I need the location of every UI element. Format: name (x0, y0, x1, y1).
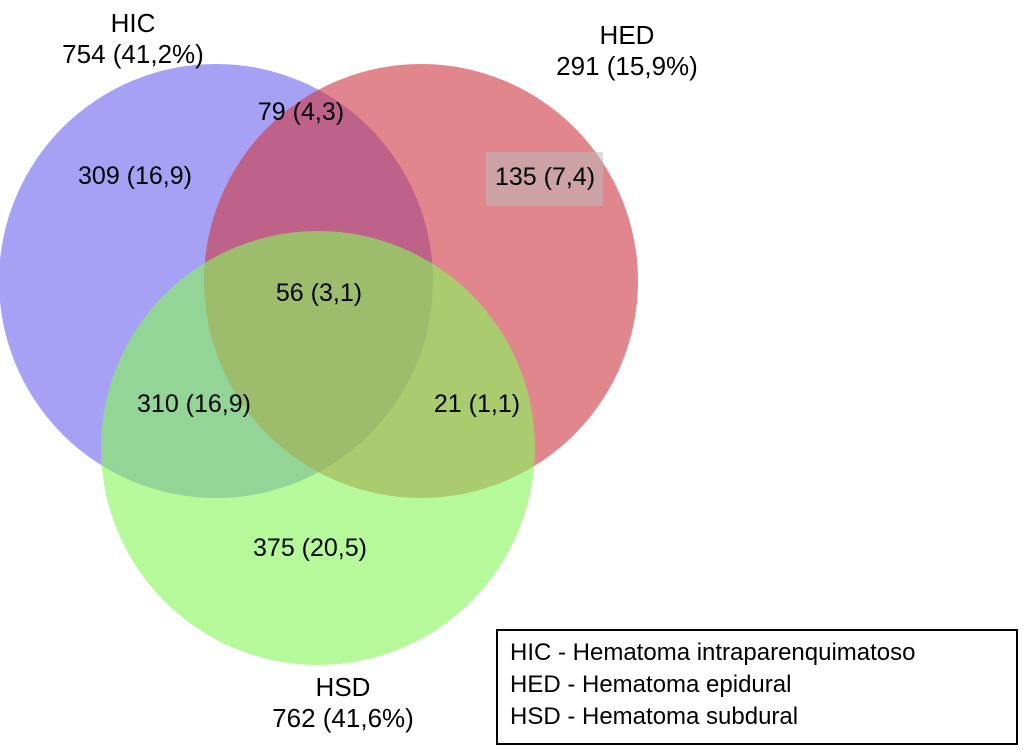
venn-circle-hsd[interactable] (101, 231, 535, 665)
region-label-hed-hsd: 21 (1,1) (433, 390, 521, 418)
legend-row-hic: HIC - Hematoma intraparenquimatoso (510, 639, 916, 666)
set-count-hsd: 762 (41,6%) (272, 702, 414, 733)
region-label-hic-hsd: 310 (16,9) (137, 390, 251, 418)
region-label-hed-only[interactable]: 135 (7,4) (494, 163, 596, 191)
set-count-hic: 754 (41,2%) (62, 38, 204, 69)
region-label-hic-hed-hsd: 56 (3,1) (275, 279, 363, 307)
region-highlight-hed-only (486, 152, 603, 206)
region-label-hic-hed: 79 (4,3) (257, 98, 345, 126)
legend-row-hsd: HSD - Hematoma subdural (510, 702, 799, 730)
legend-box: HIC - Hematoma intraparenquimatoso HED -… (496, 629, 1018, 745)
set-count-hed: 291 (15,9%) (556, 50, 698, 81)
region-label-hic-only: 309 (16,9) (78, 162, 192, 190)
set-name-hic: HIC (110, 8, 156, 38)
set-name-hed: HED (599, 20, 655, 50)
region-label-hsd-only: 375 (20,5) (253, 534, 367, 562)
set-label-hed: HED 291 (15,9%) (512, 20, 742, 81)
legend-row-hed: HED - Hematoma epidural (510, 670, 792, 698)
set-label-hsd: HSD 762 (41,6%) (228, 672, 458, 733)
set-name-hsd: HSD (315, 672, 371, 702)
set-label-hic: HIC 754 (41,2%) (18, 8, 248, 69)
